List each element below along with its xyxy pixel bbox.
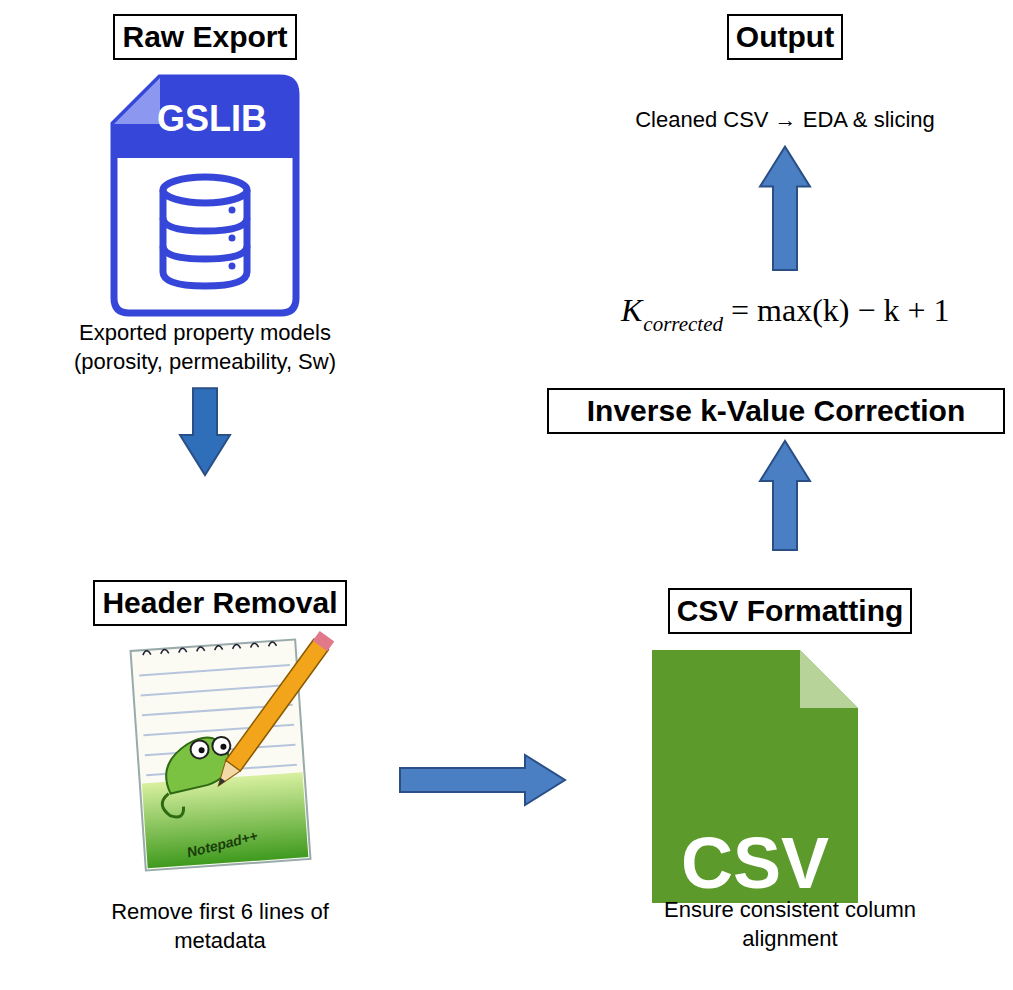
process-step: Header RemovalRemove first 6 lines of me… — [60, 580, 380, 955]
flow-arrow — [760, 147, 810, 270]
flow-arrow — [760, 441, 810, 550]
process-step: Raw ExportExported property models (poro… — [30, 14, 380, 376]
notepad-icon — [130, 630, 349, 870]
gslib-file-icon — [114, 78, 296, 313]
formula-subscript: corrected — [643, 312, 723, 337]
flow-arrow — [180, 388, 230, 475]
icon-text: CSV — [681, 822, 829, 904]
step-caption: Ensure consistent column alignment — [640, 896, 940, 953]
step-caption: Cleaned CSV → EDA & slicing — [590, 106, 980, 135]
flow-arrow — [400, 755, 565, 805]
step-heading: Inverse k-Value Correction — [547, 388, 1005, 434]
step-heading: Header Removal — [93, 580, 346, 626]
step-caption: Remove first 6 lines of metadata — [70, 898, 370, 955]
csv-file-icon — [652, 650, 858, 903]
step-caption: Exported property models (porosity, perm… — [35, 319, 375, 376]
icon-text: GSLIB — [157, 98, 267, 140]
process-step: Inverse k-Value Correction — [547, 388, 1005, 434]
process-step: OutputCleaned CSV → EDA & slicing — [585, 14, 985, 135]
step-heading: CSV Formatting — [668, 588, 913, 634]
step-heading: Output — [727, 14, 843, 60]
formula-symbol: K — [621, 292, 642, 329]
formula-text: = max(k) − k + 1 — [731, 292, 950, 329]
step-heading: Raw Export — [113, 14, 296, 60]
